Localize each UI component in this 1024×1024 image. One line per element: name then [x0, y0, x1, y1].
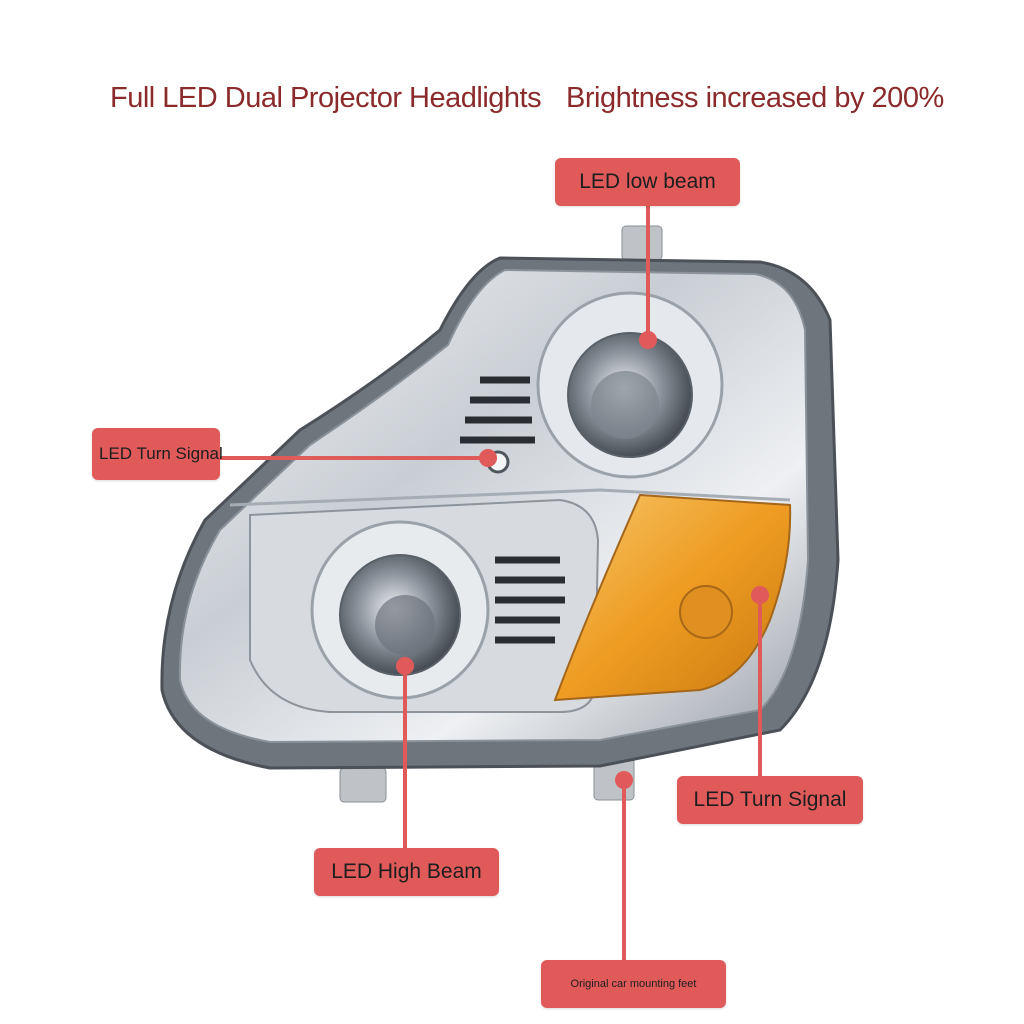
turn-signal-right-marker — [751, 586, 769, 604]
high-beam-marker — [396, 657, 414, 675]
callout-turn-signal-right: LED Turn Signal — [677, 776, 863, 824]
callout-mounting-feet: Original car mounting feet — [541, 960, 726, 1008]
low-beam-projector — [460, 291, 724, 479]
page-subtitle: Brightness increased by 200% — [566, 82, 944, 114]
mounting-feet-marker — [615, 771, 633, 789]
amber-turn-signal-lens — [553, 493, 792, 702]
page-title: Full LED Dual Projector Headlights — [110, 82, 542, 114]
callout-high-beam: LED High Beam — [314, 848, 499, 896]
high-beam-projector — [249, 498, 600, 713]
callout-turn-signal-left: LED Turn Signal — [92, 428, 223, 480]
mounting-feet — [339, 225, 663, 803]
callout-low-beam: LED low beam — [555, 158, 740, 206]
leader-lines — [220, 206, 769, 960]
low-beam-marker — [639, 331, 657, 349]
turn-signal-left-marker — [479, 449, 497, 467]
